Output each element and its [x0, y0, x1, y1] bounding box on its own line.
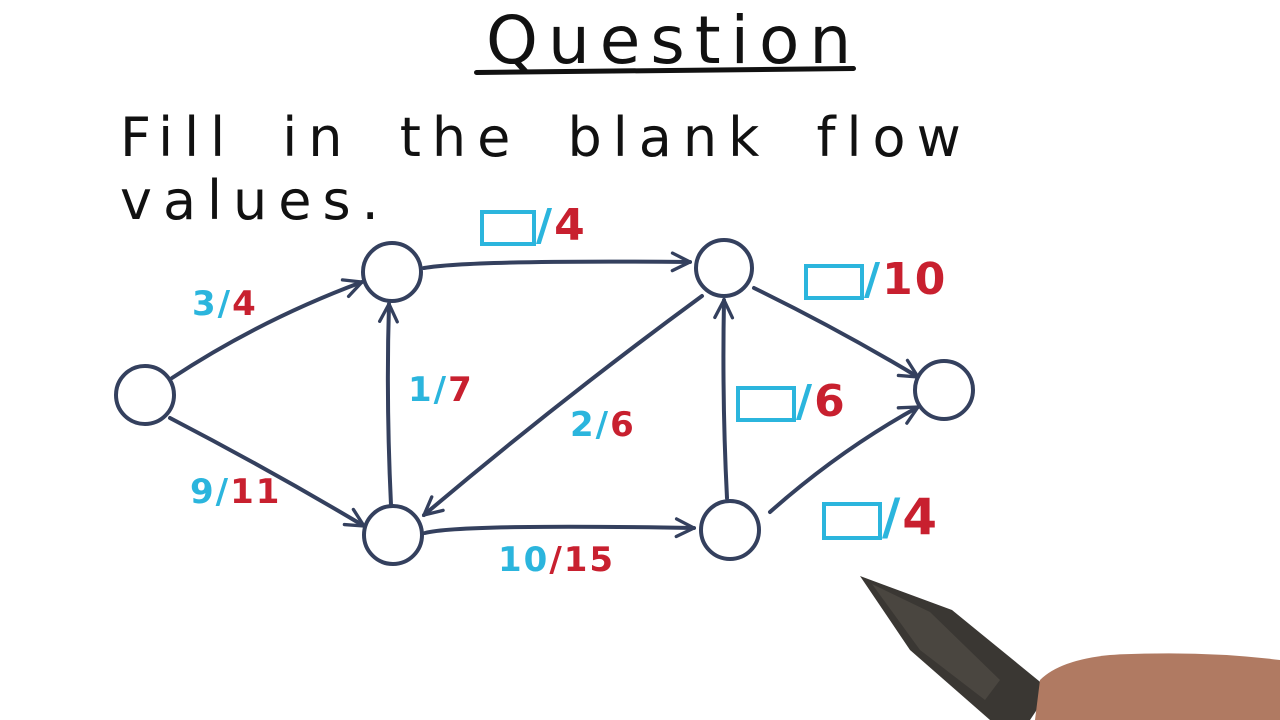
capacity-value: 4	[554, 200, 587, 251]
node-b	[362, 504, 424, 566]
edge-c-t	[752, 286, 918, 379]
capacity-value: 11	[230, 472, 282, 512]
capacity-value: 6	[814, 376, 847, 427]
edge-d-t	[768, 405, 918, 514]
edge-c-b	[424, 294, 704, 515]
node-source	[114, 364, 176, 426]
capacity-value: 15	[563, 540, 616, 580]
pen-and-hand	[860, 576, 1280, 720]
label-s-a: 3/4	[192, 284, 258, 324]
edge-b-d	[423, 527, 694, 533]
label-b-d: 10/15	[498, 540, 616, 580]
flow-value: 3	[192, 284, 218, 324]
edge-a-c	[422, 262, 690, 268]
blank-flow-input-a-c[interactable]	[480, 210, 536, 246]
label-s-b: 9/11	[190, 472, 282, 512]
label-c-t: /10	[804, 254, 947, 305]
node-sink	[913, 359, 975, 421]
label-c-b: 2/6	[570, 405, 636, 445]
capacity-value: 4	[902, 488, 940, 546]
question-prompt: Fill in the blank flow values.	[120, 106, 972, 232]
label-d-t: /4	[822, 488, 939, 546]
node-a	[361, 241, 423, 303]
flow-value: 2	[570, 405, 596, 445]
label-d-c: /6	[736, 376, 847, 427]
blank-flow-input-c-t[interactable]	[804, 264, 864, 300]
edge-s-b	[168, 416, 364, 528]
flow-value: 1	[408, 370, 434, 410]
node-d	[699, 499, 761, 561]
capacity-value: 6	[610, 405, 636, 445]
capacity-value: 10	[882, 254, 948, 305]
flow-value: 10	[498, 540, 550, 580]
edge-b-a	[388, 304, 391, 507]
capacity-value: 7	[448, 370, 474, 410]
capacity-value: 4	[232, 284, 258, 324]
blank-flow-input-d-t[interactable]	[822, 501, 882, 540]
label-b-a: 1/7	[408, 370, 474, 410]
edge-d-c	[723, 300, 727, 500]
node-c	[694, 238, 754, 298]
label-a-c: /4	[480, 200, 587, 251]
flow-value: 9	[190, 472, 216, 512]
edge-s-a	[170, 282, 362, 380]
blank-flow-input-d-c[interactable]	[736, 386, 796, 422]
